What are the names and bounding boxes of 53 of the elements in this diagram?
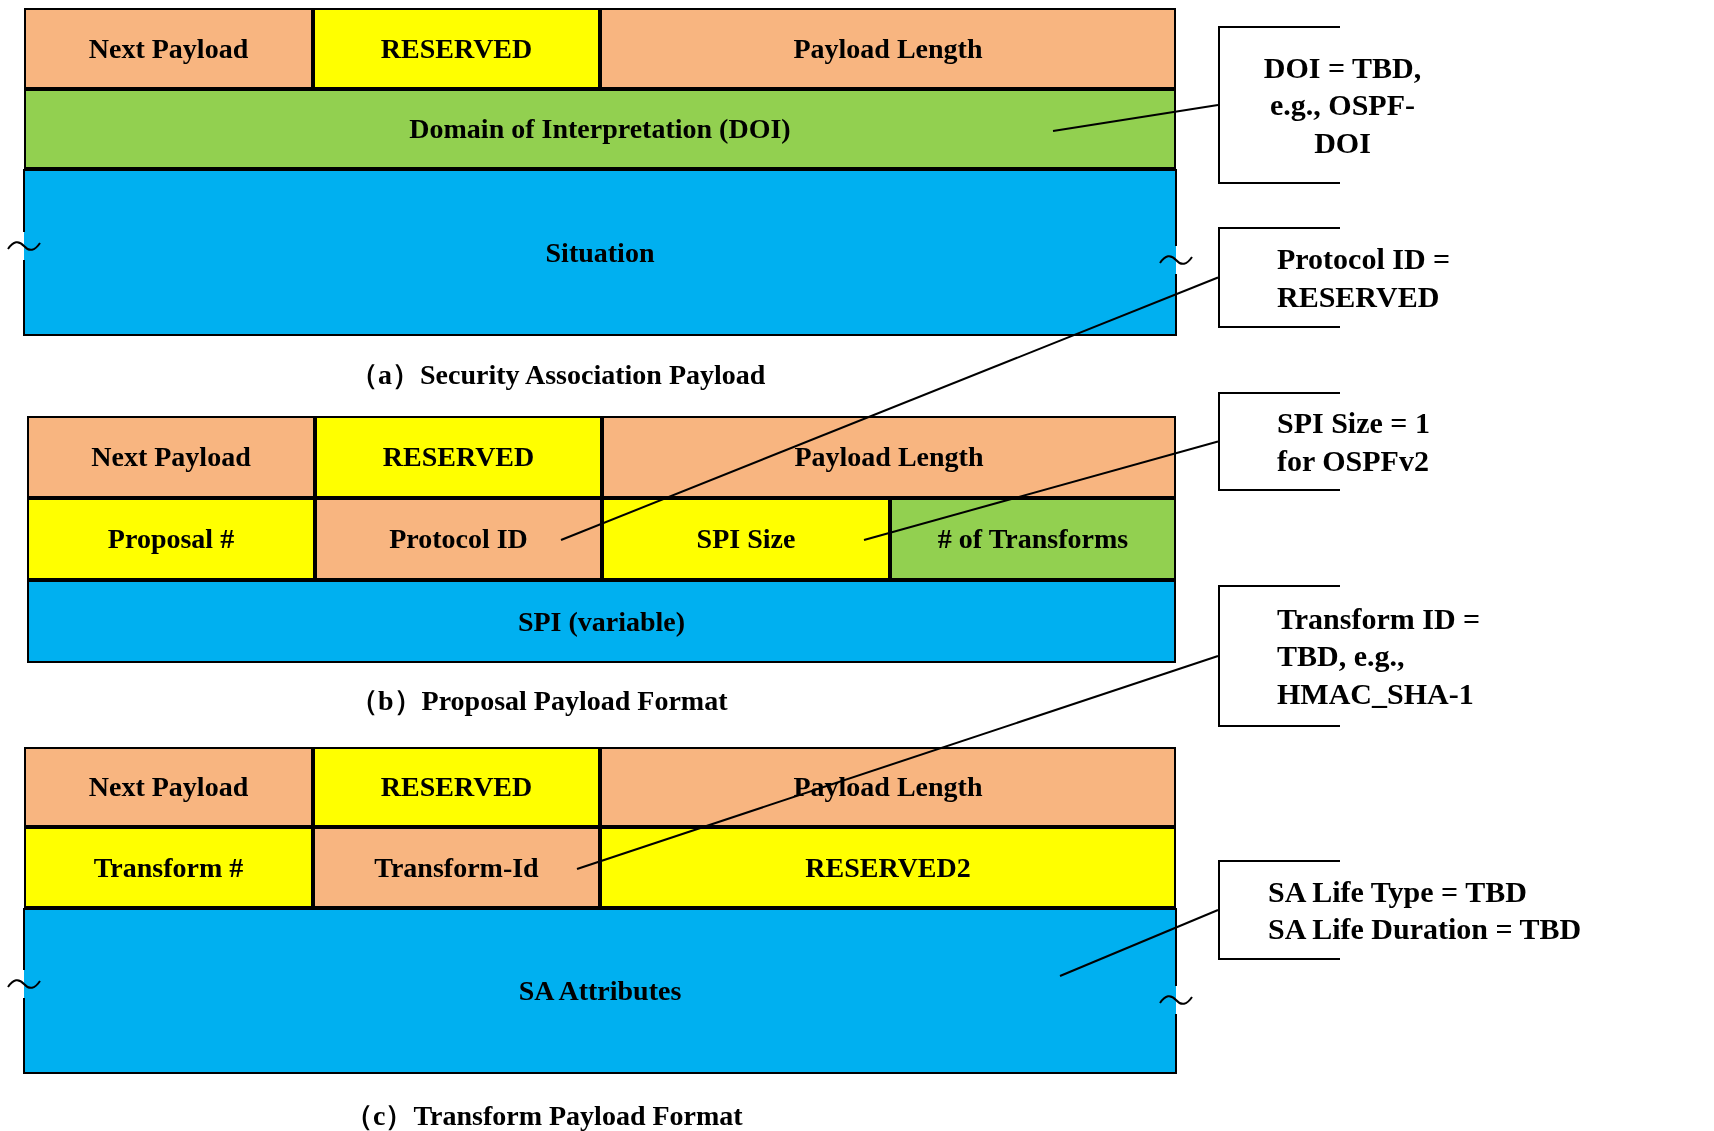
field-cell [24, 89, 1176, 169]
field-name: Domain of Interpretation (DOI) [409, 113, 791, 145]
field-cell [27, 416, 315, 498]
leader-line [1052, 104, 1219, 132]
field-name: SA Attributes [518, 975, 682, 1007]
field-cell [24, 747, 313, 827]
field-name: # of Transforms [937, 523, 1129, 555]
figure-caption: （a）Security Association Payload [350, 358, 766, 392]
field-cell [315, 498, 602, 580]
field-cell [315, 416, 602, 498]
field-cell [602, 498, 890, 580]
field-name: Transform-Id [374, 851, 539, 884]
field-name: RESERVED2 [805, 851, 971, 884]
field-cell [24, 827, 313, 908]
field-name: Next Payload [91, 441, 251, 473]
field-name: SPI Size [696, 523, 796, 555]
field-cell [313, 747, 600, 827]
field-cell [24, 169, 1176, 336]
field-cell [600, 747, 1176, 827]
figure-caption: （c）Transform Payload Format [345, 1099, 743, 1131]
field-name: SPI (variable) [517, 605, 686, 638]
field-cell [24, 8, 313, 89]
leader-line [1059, 909, 1219, 977]
field-name: Next Payload [88, 32, 249, 65]
field-name: Situation [545, 236, 655, 269]
callout-text: Transform ID = TBD, e.g., HMAC_SHA-1 [1277, 600, 1482, 712]
callout-text: Protocol ID = RESERVED [1277, 241, 1452, 315]
figure-caption: （b）Proposal Payload Format [350, 684, 728, 718]
leader-line [560, 276, 1219, 541]
callout-text: SA Life Duration = TBD [1268, 911, 1582, 947]
leader-line [576, 655, 1219, 870]
field-cell [313, 827, 600, 908]
field-name: Payload Length [793, 32, 983, 65]
field-name: Next Payload [88, 771, 249, 803]
field-cell [600, 827, 1176, 908]
field-name: RESERVED [380, 32, 533, 65]
field-cell [602, 416, 1176, 498]
field-name: Protocol ID [389, 523, 528, 555]
field-name: RESERVED [382, 441, 535, 473]
callout-text: DOI = TBD, e.g., OSPF-DOI [1262, 49, 1423, 161]
field-cell [27, 580, 1176, 663]
field-cell [313, 8, 600, 89]
field-name: Proposal # [107, 523, 235, 555]
field-cell [890, 498, 1176, 580]
field-name: Payload Length [794, 441, 984, 473]
leader-line [863, 440, 1219, 541]
field-cell [600, 8, 1176, 89]
field-name: RESERVED [380, 771, 533, 803]
field-cell [27, 498, 315, 580]
callout-text: SA Life Type = TBD [1268, 873, 1527, 910]
field-name: Transform # [93, 851, 244, 884]
callout-text: SPI Size = 1 for OSPFv2 [1277, 405, 1431, 479]
field-cell [24, 908, 1176, 1074]
